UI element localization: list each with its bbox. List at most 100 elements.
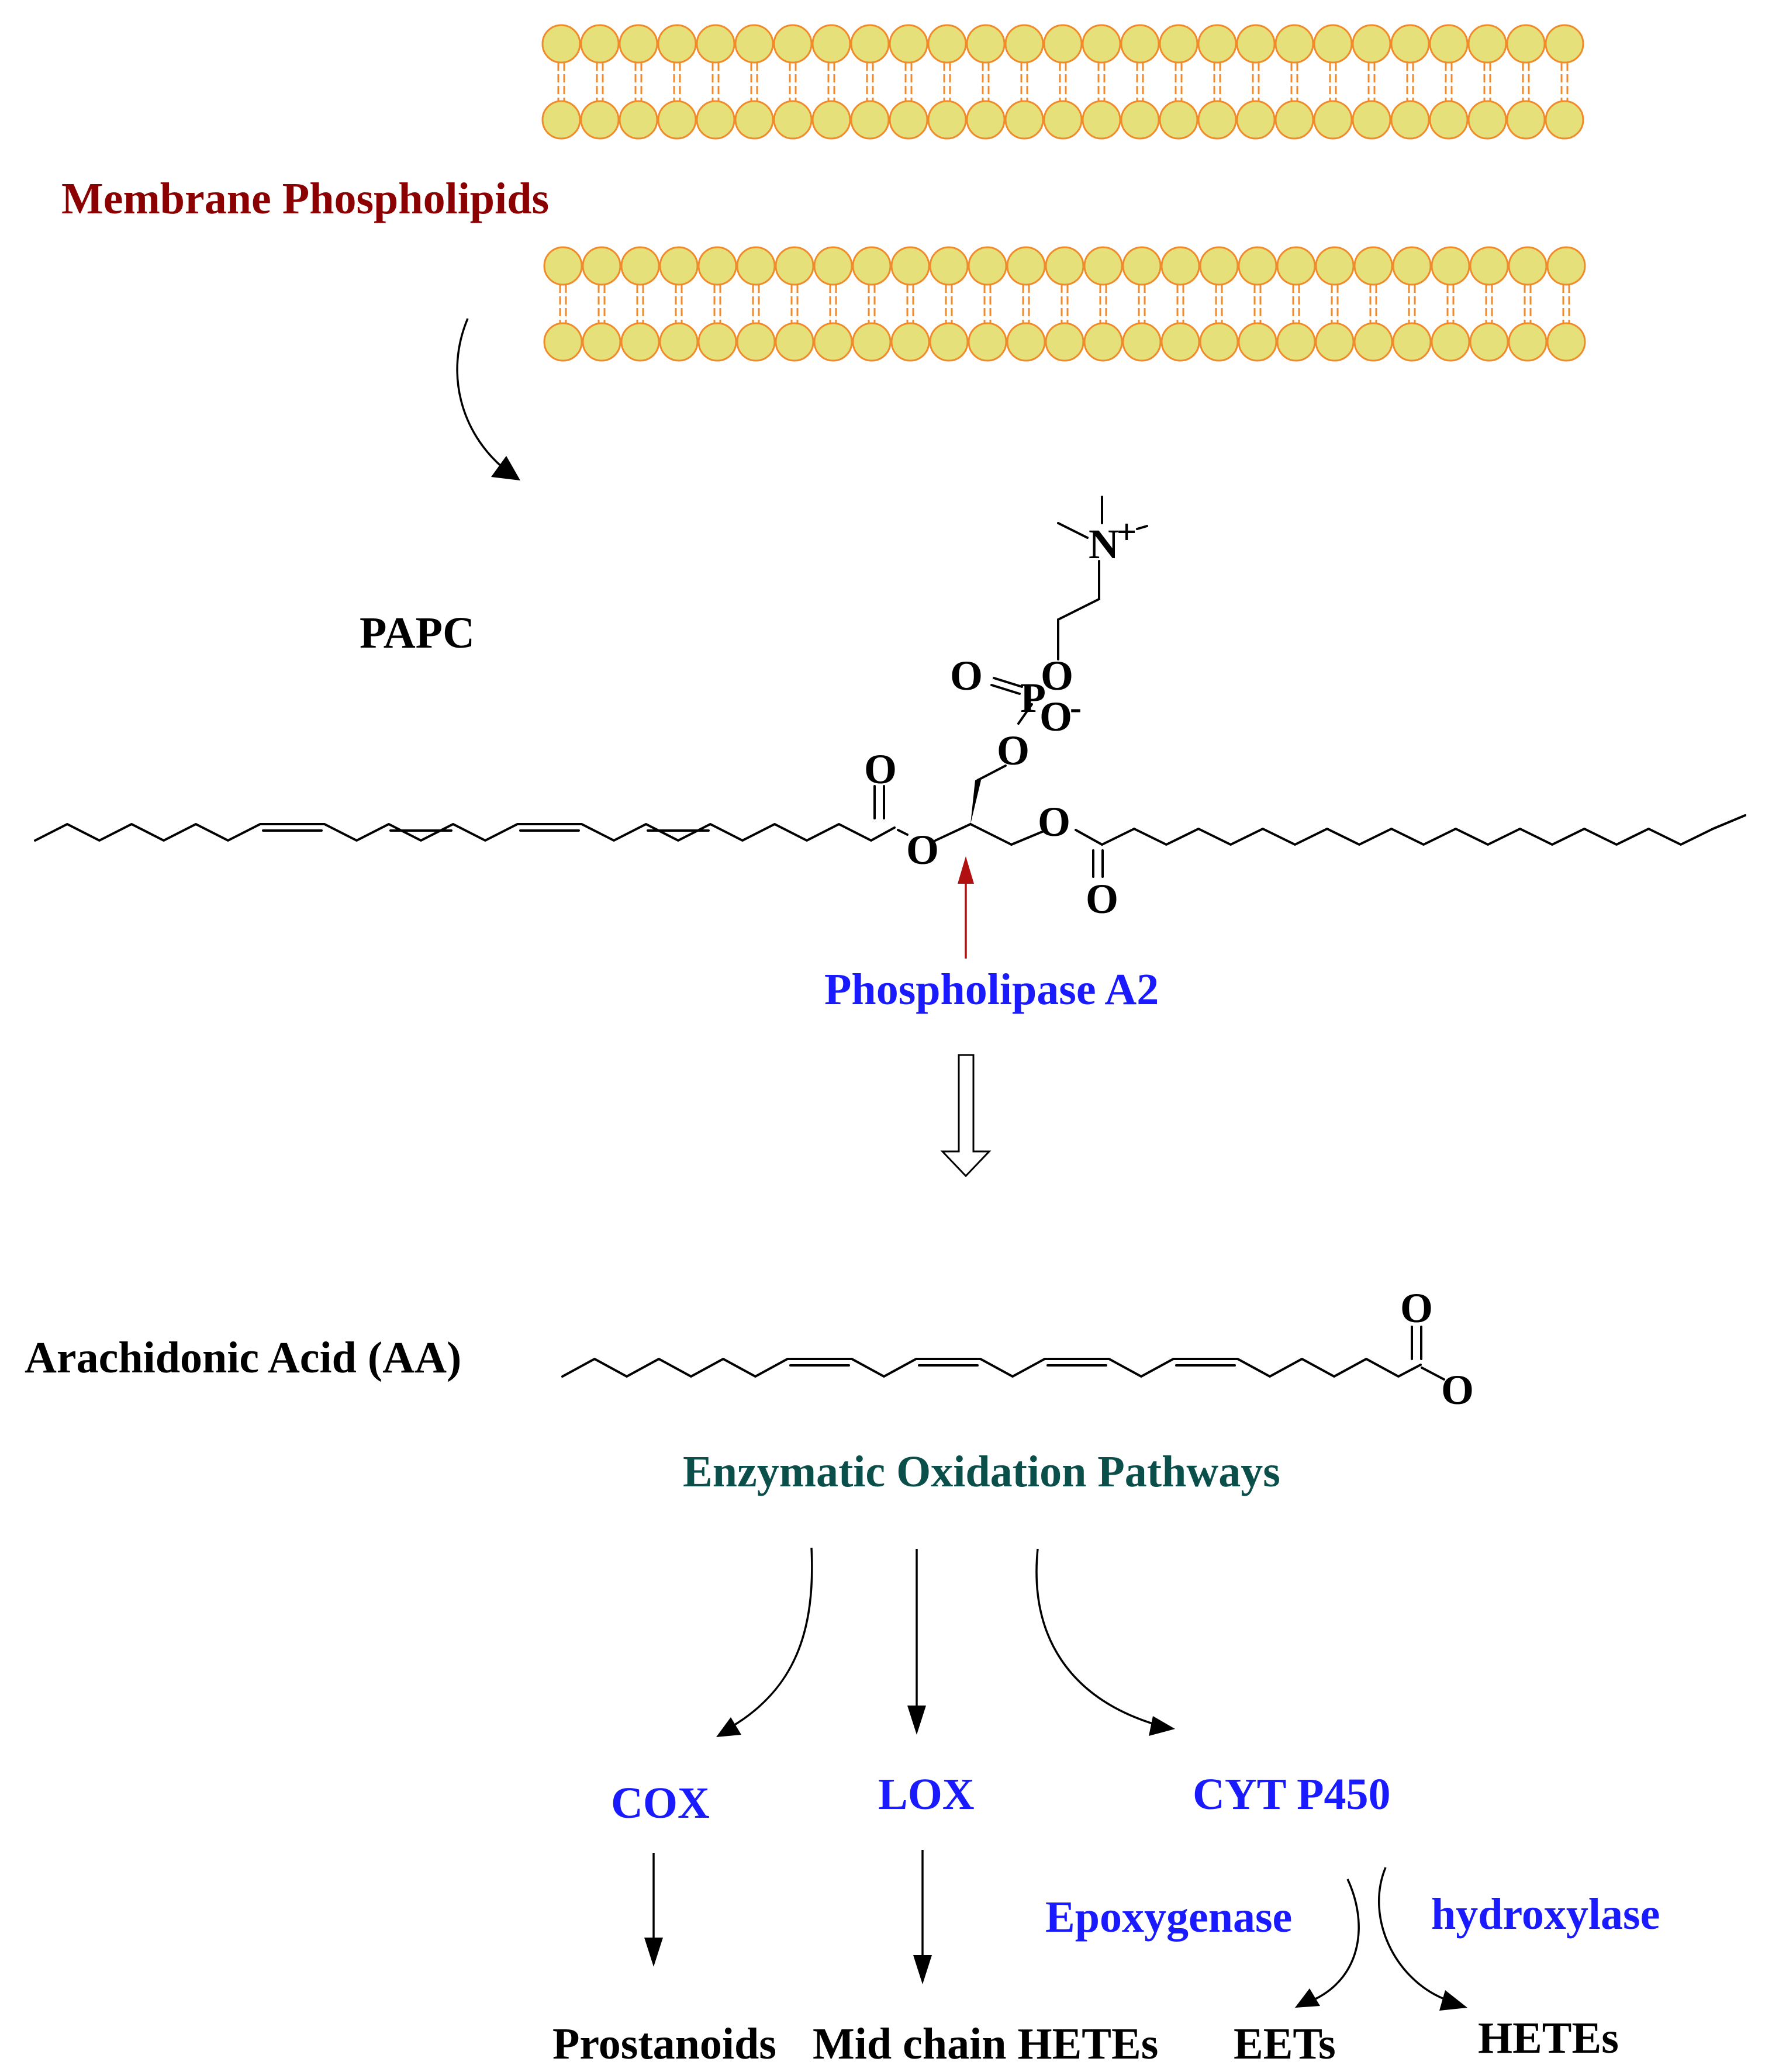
phospholipase-a2-label: Phospholipase A2: [824, 965, 1159, 1014]
hydroxylase-arrow: [1377, 1867, 1467, 2011]
papc-phosphate-minus: -: [1070, 688, 1082, 727]
papc-arachidonoyl-chain: [34, 823, 896, 842]
lipid-head: [966, 100, 1006, 140]
lipid-head: [697, 322, 737, 362]
lipid-head: [811, 100, 851, 140]
lipid-head: [852, 322, 892, 362]
lipid-head: [889, 24, 928, 64]
lipid-head: [1313, 24, 1353, 64]
lipid-head: [1506, 100, 1546, 140]
epoxygenase-arrow: [1295, 1879, 1360, 2008]
papc-phosphate-oxygen-2: O: [950, 652, 983, 699]
cox-label: COX: [611, 1779, 710, 1828]
lipid-head: [1045, 322, 1084, 362]
lox-pathway-arrow: [907, 1549, 926, 1735]
lipid-head: [1159, 24, 1198, 64]
lipid-head: [1313, 100, 1353, 140]
epoxygenase-label: Epoxygenase: [1045, 1893, 1292, 1942]
lipid-head: [1469, 246, 1509, 286]
lipid-head: [1004, 100, 1044, 140]
enzymatic-oxidation-pathways-label: Enzymatic Oxidation Pathways: [683, 1447, 1280, 1496]
lipid-head: [929, 246, 969, 286]
papc-choline-nitrogen: N: [1089, 521, 1119, 568]
cox-pathway-arrow: [716, 1547, 813, 1737]
lipid-head: [850, 24, 890, 64]
lipid-head: [813, 322, 853, 362]
lipid-head: [1467, 24, 1507, 64]
lipid-head: [1043, 100, 1083, 140]
lipid-head: [1545, 24, 1584, 64]
lipid-head: [1431, 246, 1470, 286]
lipid-head: [1353, 322, 1393, 362]
lipid-head: [1429, 24, 1469, 64]
hetes-label: HETEs: [1478, 2014, 1619, 2063]
lipid-head: [773, 100, 813, 140]
lipid-head: [1120, 100, 1160, 140]
lipid-head: [736, 246, 776, 286]
papc-ester-oxygen-1: O: [864, 746, 897, 793]
lipid-head: [1390, 100, 1430, 140]
lipid-head: [813, 246, 853, 286]
lipid-head: [697, 246, 737, 286]
eets-label: EETs: [1234, 2019, 1336, 2068]
lipid-head: [1315, 322, 1355, 362]
lipid-head: [1238, 322, 1277, 362]
papc-ester-oxygen-3: O: [1038, 798, 1070, 845]
lipid-head: [580, 100, 620, 140]
lipid-head: [543, 322, 583, 362]
lipid-head: [659, 322, 699, 362]
lipid-head: [966, 24, 1006, 64]
lipid-head: [1546, 322, 1586, 362]
lipid-head: [890, 246, 930, 286]
papc-phosphate-oxygen-1: O: [997, 727, 1030, 774]
lipid-head: [1429, 100, 1469, 140]
lipid-head: [1120, 24, 1160, 64]
lipid-head: [1082, 100, 1121, 140]
papc-phosphate-oxygen-3: O: [1039, 693, 1072, 740]
lipid-head: [890, 322, 930, 362]
membrane-phospholipids-label: Membrane Phospholipids: [61, 174, 549, 223]
lipid-head: [852, 246, 892, 286]
lipid-head: [734, 100, 774, 140]
lipid-head: [657, 24, 697, 64]
lipid-head: [1043, 24, 1083, 64]
lipid-head: [1238, 246, 1277, 286]
lipid-head: [1392, 322, 1432, 362]
lipid-head: [619, 100, 658, 140]
lipid-head: [620, 246, 660, 286]
lipid-head: [968, 322, 1007, 362]
arachidonic-acid-structure: O O: [561, 1285, 1474, 1413]
lipid-head: [696, 24, 735, 64]
lipid-head: [1508, 246, 1548, 286]
lipid-head: [1315, 246, 1355, 286]
papc-ester-oxygen-2: O: [906, 826, 939, 873]
lipid-head: [1353, 246, 1393, 286]
lipid-head: [582, 246, 621, 286]
papc-structure: O O O O O P O O - O N +: [34, 496, 1746, 922]
lipid-head: [1159, 100, 1198, 140]
lipid-head: [1469, 322, 1509, 362]
lox-to-hetes-arrow: [913, 1850, 932, 1984]
cox-to-prostanoids-arrow: [644, 1853, 663, 1967]
lipid-head: [1352, 24, 1391, 64]
hollow-down-arrow: [940, 1054, 992, 1178]
lipid-head: [1004, 24, 1044, 64]
cyp450-pathway-arrow: [1035, 1548, 1175, 1736]
lipid-head: [1197, 24, 1237, 64]
lipid-head: [1083, 322, 1123, 362]
papc-nitrogen-plus: +: [1117, 513, 1137, 551]
prostanoids-label: Prostanoids: [552, 2019, 776, 2068]
lipid-head: [1160, 322, 1200, 362]
lipid-head: [811, 24, 851, 64]
lipid-head: [929, 322, 969, 362]
lipid-head: [1508, 322, 1548, 362]
lipid-head: [1199, 322, 1239, 362]
papc-phosphorus: P: [1020, 674, 1046, 721]
lipid-head: [1545, 100, 1584, 140]
lipid-head: [657, 100, 697, 140]
lipid-head: [1160, 246, 1200, 286]
lipid-head: [736, 322, 776, 362]
lipid-head: [775, 246, 814, 286]
hydroxylase-label: hydroxylase: [1431, 1890, 1660, 1939]
